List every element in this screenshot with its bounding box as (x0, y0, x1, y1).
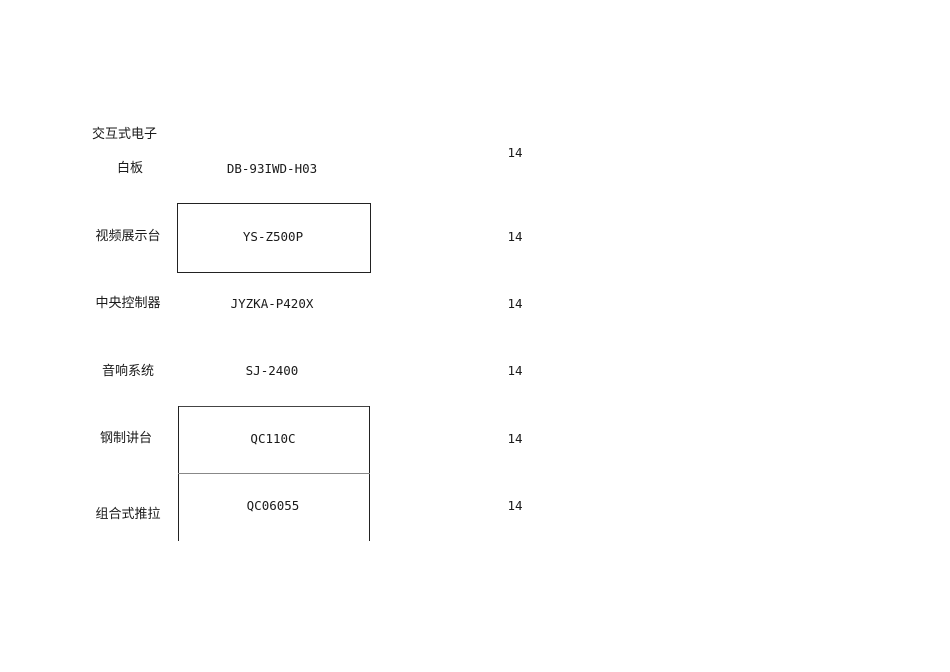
item-model: DB-93IWD-H03 (226, 161, 318, 176)
row-divider (178, 473, 370, 474)
item-quantity: 14 (507, 431, 523, 446)
item-name: 组合式推拉 (95, 507, 161, 522)
item-name-line2: 白板 (116, 161, 143, 176)
model-cell-border (177, 203, 371, 273)
item-model: YS-Z500P (242, 229, 304, 244)
item-name: 视频展示台 (95, 229, 161, 244)
table-border-top (178, 406, 370, 407)
item-name: 钢制讲台 (99, 431, 152, 446)
item-model: QC110C (250, 431, 296, 446)
item-quantity: 14 (507, 498, 523, 513)
item-model: SJ-2400 (245, 363, 299, 378)
item-name: 中央控制器 (95, 296, 161, 311)
item-model: JYZKA-P420X (230, 296, 314, 311)
item-name: 音响系统 (101, 364, 154, 379)
item-quantity: 14 (507, 296, 523, 311)
item-name-line1: 交互式电子 (92, 127, 158, 142)
item-quantity: 14 (507, 229, 523, 244)
item-quantity: 14 (507, 145, 523, 160)
item-model: QC06055 (246, 498, 300, 513)
item-quantity: 14 (507, 363, 523, 378)
